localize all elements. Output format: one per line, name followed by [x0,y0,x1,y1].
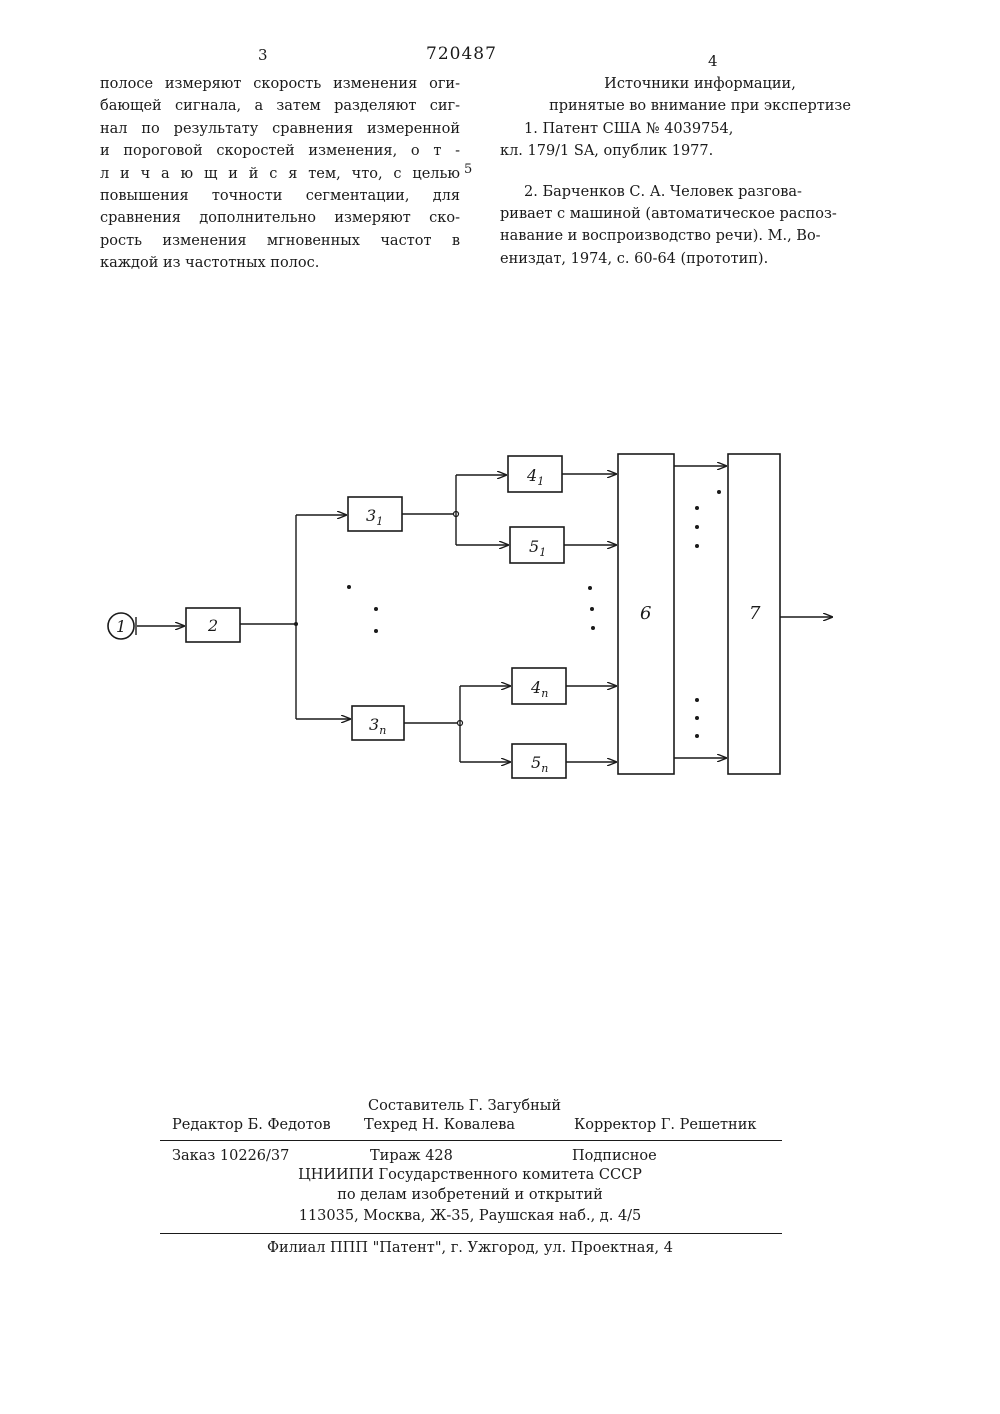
organization-sub: по делам изобретений и открытий [160,1187,780,1203]
block-5-n-label: 5n [531,753,548,775]
divider [160,1140,782,1141]
block-4-1-label: 41 [526,466,544,488]
block-3-1-label: 31 [366,506,383,528]
block-3-n-label: 3n [369,715,386,737]
block-5-1-label: 51 [529,537,546,559]
subscription: Подписное [572,1148,657,1164]
techred: Техред Н. Ковалева [364,1117,515,1133]
input-label: 1 [116,617,126,636]
block-7-label: 7 [749,603,761,624]
order-number: Заказ 10226/37 [172,1148,289,1164]
block-2-label: 2 [207,616,218,635]
block-6-label: 6 [640,603,651,624]
editor: Редактор Б. Федотов [172,1117,331,1133]
circulation: Тираж 428 [370,1148,453,1164]
block-4-n-label: 4n [530,678,548,700]
branch: Филиал ППП "Патент", г. Ужгород, ул. Про… [160,1240,780,1256]
compiler: Составитель Г. Загубный [368,1098,561,1114]
ellipsis-dots [588,586,595,630]
organization: ЦНИИПИ Государственного комитета СССР [160,1167,780,1183]
ellipsis-dots [695,490,721,738]
corrector: Корректор Г. Решетник [574,1117,756,1133]
address: 113035, Москва, Ж-35, Раушская наб., д. … [160,1208,780,1224]
ellipsis-dots [347,585,378,633]
divider [160,1233,782,1234]
